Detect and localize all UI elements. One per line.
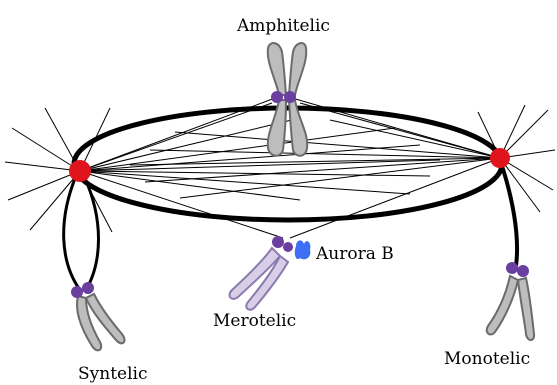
left-spindle-pole: [69, 160, 91, 182]
syntelic-label: Syntelic: [78, 366, 148, 383]
syntelic-fibers: [64, 176, 99, 290]
syntelic-chromosome: [77, 294, 125, 350]
monotelic-label: Monotelic: [444, 351, 530, 368]
aurora-b-marker: [295, 240, 311, 259]
right-spindle-pole: [490, 148, 510, 168]
merotelic-kinetochores: [272, 236, 293, 252]
merotelic-chromosome: [230, 248, 288, 310]
monotelic-fiber: [500, 160, 517, 266]
spindle-outline: [74, 108, 502, 220]
amphitelic-label: Amphitelic: [237, 18, 330, 35]
aurora-b-label: Aurora B: [316, 246, 394, 263]
monotelic-chromosome: [487, 276, 534, 340]
merotelic-label: Merotelic: [213, 313, 296, 330]
